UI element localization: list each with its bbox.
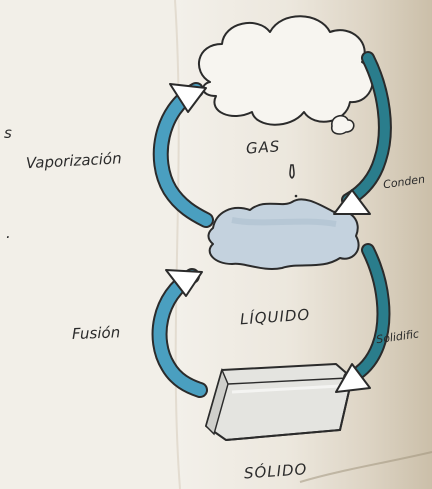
margin-letter: s <box>4 124 12 142</box>
fusion-label: Fusión <box>72 323 121 343</box>
margin-period: . <box>6 224 11 242</box>
droplet-dot <box>295 195 298 198</box>
solid-block <box>206 364 352 440</box>
gas-label: GAS <box>245 137 281 157</box>
